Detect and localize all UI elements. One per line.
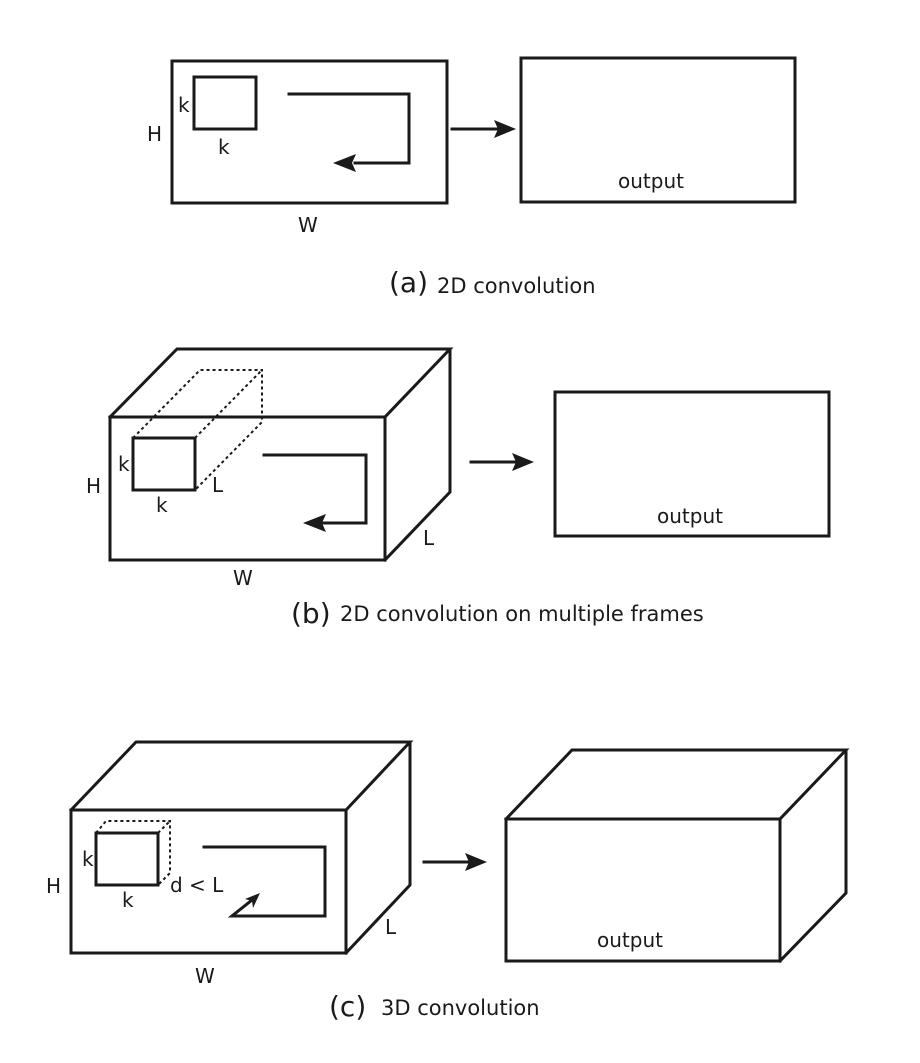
output-arrowhead (512, 453, 534, 471)
kernel-bottom-label: k (218, 135, 230, 159)
kernel-side-label: k (82, 847, 94, 871)
output-label: output (657, 504, 723, 528)
caption-letter: (b) (291, 597, 331, 630)
kernel-depth-dashed-top (194, 369, 263, 439)
input-volume-top (68, 740, 414, 813)
kernel-depth-dashed (132, 369, 263, 491)
input-volume-top (107, 347, 454, 420)
output-arrowhead (465, 853, 487, 871)
kernel-side-label: k (178, 93, 190, 117)
input-volume-side (382, 347, 452, 563)
height-label: H (147, 122, 162, 146)
sliding-arrowhead (245, 893, 260, 908)
panel-a: k k H W output (a) 2D convolution (147, 56, 797, 299)
sliding-arrowhead (303, 514, 326, 532)
caption-letter: (c) (329, 990, 366, 1023)
kernel-bottom-label: k (156, 493, 168, 517)
kernel-bottom-label: k (122, 888, 134, 912)
caption-letter: (a) (389, 266, 428, 299)
kernel-depth-dashed-top (157, 820, 171, 834)
caption-text: 2D convolution (437, 274, 596, 298)
output-frame (553, 390, 831, 538)
output-label: output (618, 169, 684, 193)
kernel-box (94, 831, 160, 887)
output-volume-top (503, 748, 850, 822)
sliding-path (287, 92, 411, 165)
caption-text: 2D convolution on multiple frames (340, 602, 704, 626)
sliding-path (202, 845, 327, 918)
width-label: W (298, 213, 318, 237)
volume-depth-label: L (423, 526, 435, 550)
output-label: output (597, 928, 663, 952)
input-volume-front (69, 808, 348, 955)
width-label: W (195, 964, 215, 988)
output-volume-side (777, 748, 848, 964)
kernel-box (131, 436, 197, 492)
width-label: W (233, 566, 253, 590)
output-arrowhead (494, 120, 516, 138)
kernel-box (192, 75, 258, 131)
kernel-depth-label: d < L (170, 873, 224, 897)
sliding-arrowhead (333, 154, 356, 172)
kernel-depth-dashed (95, 820, 171, 886)
panel-b: k k L H W L output (b) 2D convolution on… (86, 347, 831, 630)
caption-text: 3D convolution (381, 996, 540, 1020)
input-volume-front (108, 415, 387, 562)
output-volume-front (504, 817, 782, 963)
kernel-depth-label: L (212, 473, 224, 497)
height-label: H (86, 474, 101, 498)
volume-depth-label: L (385, 915, 397, 939)
sliding-path (262, 453, 368, 525)
kernel-side-label: k (118, 452, 130, 476)
output-frame (519, 56, 797, 204)
input-volume-side (343, 740, 412, 956)
panel-c: k k d < L H W L output (c) 3D convolutio… (46, 740, 850, 1023)
height-label: H (46, 874, 61, 898)
input-frame (170, 59, 449, 205)
